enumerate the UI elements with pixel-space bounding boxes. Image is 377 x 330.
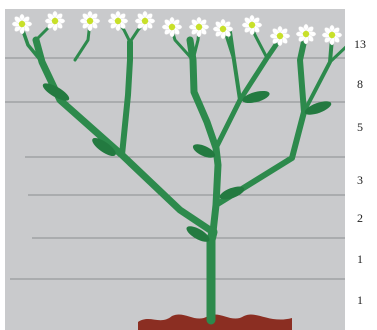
level-count-13: 13 <box>345 37 375 52</box>
level-count-8: 8 <box>345 77 375 92</box>
daisy-icon <box>189 17 209 37</box>
level-count-1-lower: 1 <box>345 293 375 308</box>
level-count-1-upper: 1 <box>345 252 375 267</box>
daisy-icon <box>242 15 262 35</box>
count-column <box>345 9 377 330</box>
main-stem <box>211 232 213 320</box>
daisy-icon <box>80 11 100 31</box>
level-count-2: 2 <box>345 211 375 226</box>
level-count-3: 3 <box>345 173 375 188</box>
stem <box>304 38 332 112</box>
daisy-icon <box>322 25 342 45</box>
daisy-icon <box>162 17 182 37</box>
daisy-icon <box>45 11 65 31</box>
daisy-icon <box>270 26 290 46</box>
stem <box>216 39 280 148</box>
level-count-5: 5 <box>345 120 375 135</box>
daisy-icon <box>135 11 155 31</box>
plant-stems <box>22 22 360 320</box>
stem <box>122 42 130 155</box>
daisy-icon <box>108 11 128 31</box>
stem <box>230 32 240 100</box>
daisy-icon <box>12 14 32 34</box>
daisy-icon <box>213 19 233 39</box>
daisy-icon <box>296 24 316 44</box>
